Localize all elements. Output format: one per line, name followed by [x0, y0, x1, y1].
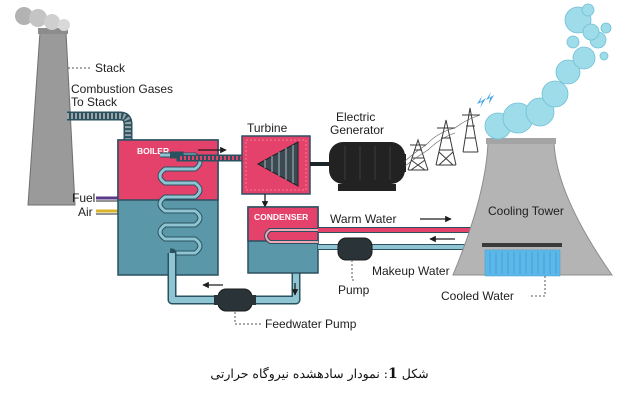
- stack-label: Stack: [95, 61, 126, 75]
- cooling-tower-label: Cooling Tower: [488, 204, 564, 218]
- fuel-label: Fuel: [72, 191, 95, 205]
- cooled-water-label: Cooled Water: [441, 289, 514, 303]
- stack-smoke: [15, 7, 70, 31]
- combustion-gas-duct: [67, 111, 133, 182]
- turbine-label: Turbine: [247, 121, 288, 135]
- figure-caption: شکل 1: نمودار سادهشده نیروگاه حرارتی: [0, 366, 639, 382]
- cooling-tower: [452, 3, 613, 297]
- makeup-water-label: Makeup Water: [372, 264, 450, 278]
- pump-label: Pump: [338, 283, 370, 297]
- electric-generator: [329, 142, 406, 191]
- to-stack-label: To Stack: [71, 95, 118, 109]
- combustion-gases-label: Combustion Gases: [71, 82, 173, 96]
- stack-rim: [38, 28, 68, 34]
- caption-prefix: شکل: [401, 366, 429, 381]
- boiler-label: BOILER: [137, 146, 169, 156]
- lightning-icon: [477, 92, 494, 108]
- leader-lines: [68, 67, 356, 281]
- generator-label: Generator: [330, 123, 384, 137]
- turbine-rotor: [256, 141, 299, 187]
- steam-pipe: [170, 146, 242, 162]
- air-label: Air: [78, 205, 93, 219]
- electric-label: Electric: [336, 110, 375, 124]
- cooled-water-basin: [484, 249, 561, 277]
- stack: [15, 7, 76, 206]
- caption-number: 1: [388, 366, 398, 382]
- turbine: [241, 135, 330, 208]
- warm-water-label: Warm Water: [330, 212, 396, 226]
- condenser-label: CONDENSER: [254, 212, 308, 222]
- feedwater-pump: [214, 288, 262, 325]
- circulation-pump: [337, 237, 373, 280]
- cooling-tower-steam: [484, 3, 612, 140]
- caption-text: : نمودار سادهشده نیروگاه حرارتی: [210, 366, 388, 381]
- transmission-towers: [403, 107, 481, 171]
- feedwater-pump-label: Feedwater Pump: [265, 317, 357, 331]
- condenser: CONDENSER: [247, 206, 319, 274]
